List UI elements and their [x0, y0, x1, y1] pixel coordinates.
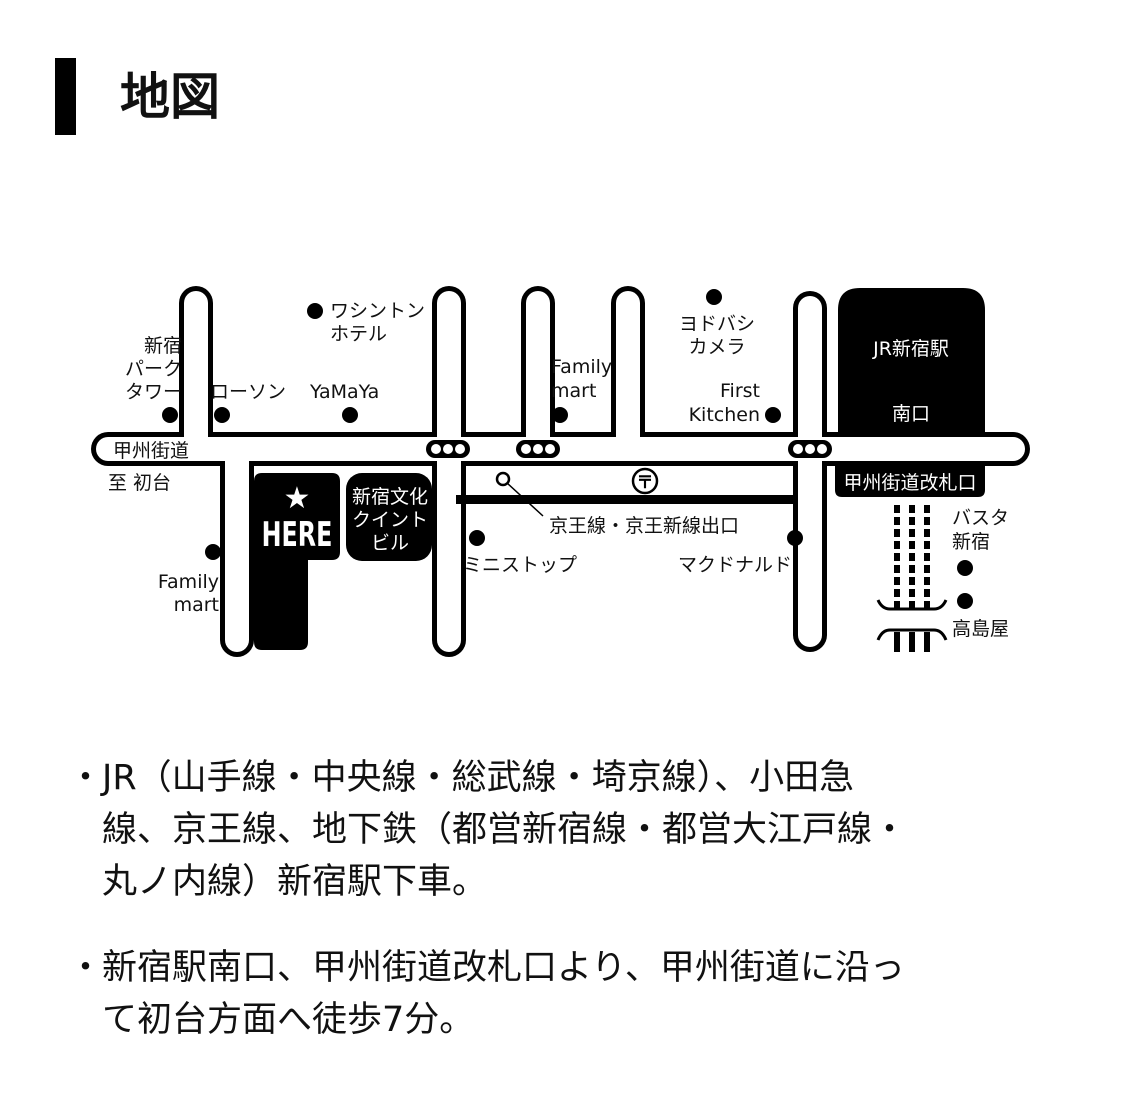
post-office-symbol: 〒 [637, 473, 654, 493]
landmark-dot [342, 407, 358, 423]
landmark-dot [307, 303, 323, 319]
first-kitchen-label: Kitchen [689, 404, 760, 426]
bullet-mark: ・ [68, 758, 104, 798]
landmark-dot [706, 289, 722, 305]
mcdonalds-label: マクドナルド [678, 554, 792, 576]
here-building [254, 473, 340, 650]
to-hatsudai-label: 至 初台 [108, 472, 171, 494]
familymart-north-label: Family [551, 356, 612, 378]
post-office-icon [631, 467, 659, 495]
familymart-south-label: Family [158, 571, 219, 593]
keio-exit-label: 京王線・京王新線出口 [549, 515, 739, 537]
bullet-mark: ・ [68, 948, 104, 988]
access-map: ★ HERE 新宿文化 クイント ビル JR新宿駅 南口 甲州街道改札口 甲州街… [91, 286, 1030, 657]
park-tower-label: 新宿 [144, 335, 182, 357]
jr-station-label: JR新宿駅 [872, 338, 949, 360]
landmark-dot [765, 407, 781, 423]
landmark-dot [469, 530, 485, 546]
south-exit-label: 南口 [892, 403, 930, 425]
here-label: HERE [262, 515, 333, 554]
roads [91, 286, 1030, 657]
star-icon: ★ [284, 481, 311, 516]
familymart-north-label: mart [551, 380, 596, 402]
first-kitchen-label: First [720, 380, 760, 402]
keio-exit-leader [506, 482, 544, 517]
access-text-line: 丸ノ内線）新宿駅下車。 [102, 862, 488, 902]
washington-hotel-label: ワシントン [330, 300, 425, 322]
takashimaya-label: 高島屋 [952, 618, 1009, 640]
access-text-line: 線、京王線、地下鉄（都営新宿線・都営大江戸線・ [102, 810, 908, 850]
landmark-dot [552, 407, 568, 423]
park-tower-label: タワー [125, 381, 182, 403]
landmark-dot [205, 544, 221, 560]
access-text-line: 新宿駅南口、甲州街道改札口より、甲州街道に沿っ [102, 948, 905, 988]
access-item: ・ 新宿駅南口、甲州街道改札口より、甲州街道に沿っ て初台方面へ徒歩7分。 [68, 942, 907, 1046]
access-directions: ・ JR（山手線・中央線・総武線・埼京線）、小田急 線、京王線、地下鉄（都営新宿… [68, 752, 907, 1080]
landmark-dot [162, 407, 178, 423]
traffic-light-icon [516, 440, 560, 458]
bunka-quint-label: クイント [352, 509, 428, 531]
yodobashi-label: カメラ [688, 336, 745, 358]
ministop-label: ミニストップ [463, 554, 577, 576]
landmark-dot [957, 560, 973, 576]
keio-underground-bar [456, 495, 795, 504]
access-text-line: JR（山手線・中央線・総武線・埼京線）、小田急 [102, 758, 855, 798]
landmark-dot [957, 593, 973, 609]
traffic-light-icon [426, 440, 470, 458]
jr-station-building [838, 288, 985, 432]
busta-label: バスタ [952, 507, 1009, 529]
bunka-quint-label: 新宿文化 [352, 486, 428, 508]
park-tower-label: パーク [125, 358, 182, 380]
landmark-dot [214, 407, 230, 423]
page-title: 地図 [120, 68, 220, 126]
familymart-south-label: mart [174, 594, 219, 616]
koshu-gate-box [835, 466, 985, 497]
keio-exit-marker [495, 471, 511, 487]
access-item: ・ JR（山手線・中央線・総武線・埼京線）、小田急 線、京王線、地下鉄（都営新宿… [68, 752, 907, 908]
landmark-dot [787, 530, 803, 546]
busta-label: 新宿 [952, 531, 990, 553]
yamaya-label: YaMaYa [309, 381, 379, 403]
koshu-gate-label: 甲州街道改札口 [843, 472, 976, 494]
bunka-quint-label: ビル [371, 532, 409, 554]
yodobashi-label: ヨドバシ [679, 313, 755, 335]
traffic-light-icon [788, 440, 832, 458]
koshu-kaido-label: 甲州街道 [113, 440, 189, 462]
railway-tracks [876, 505, 948, 652]
landmark-dots [162, 289, 973, 609]
lawson-label: ローソン [210, 381, 286, 403]
title-accent-bar [55, 58, 76, 135]
bunka-quint-building [346, 473, 432, 561]
access-text-line: て初台方面へ徒歩7分。 [102, 1000, 475, 1040]
washington-hotel-label: ホテル [330, 323, 387, 345]
